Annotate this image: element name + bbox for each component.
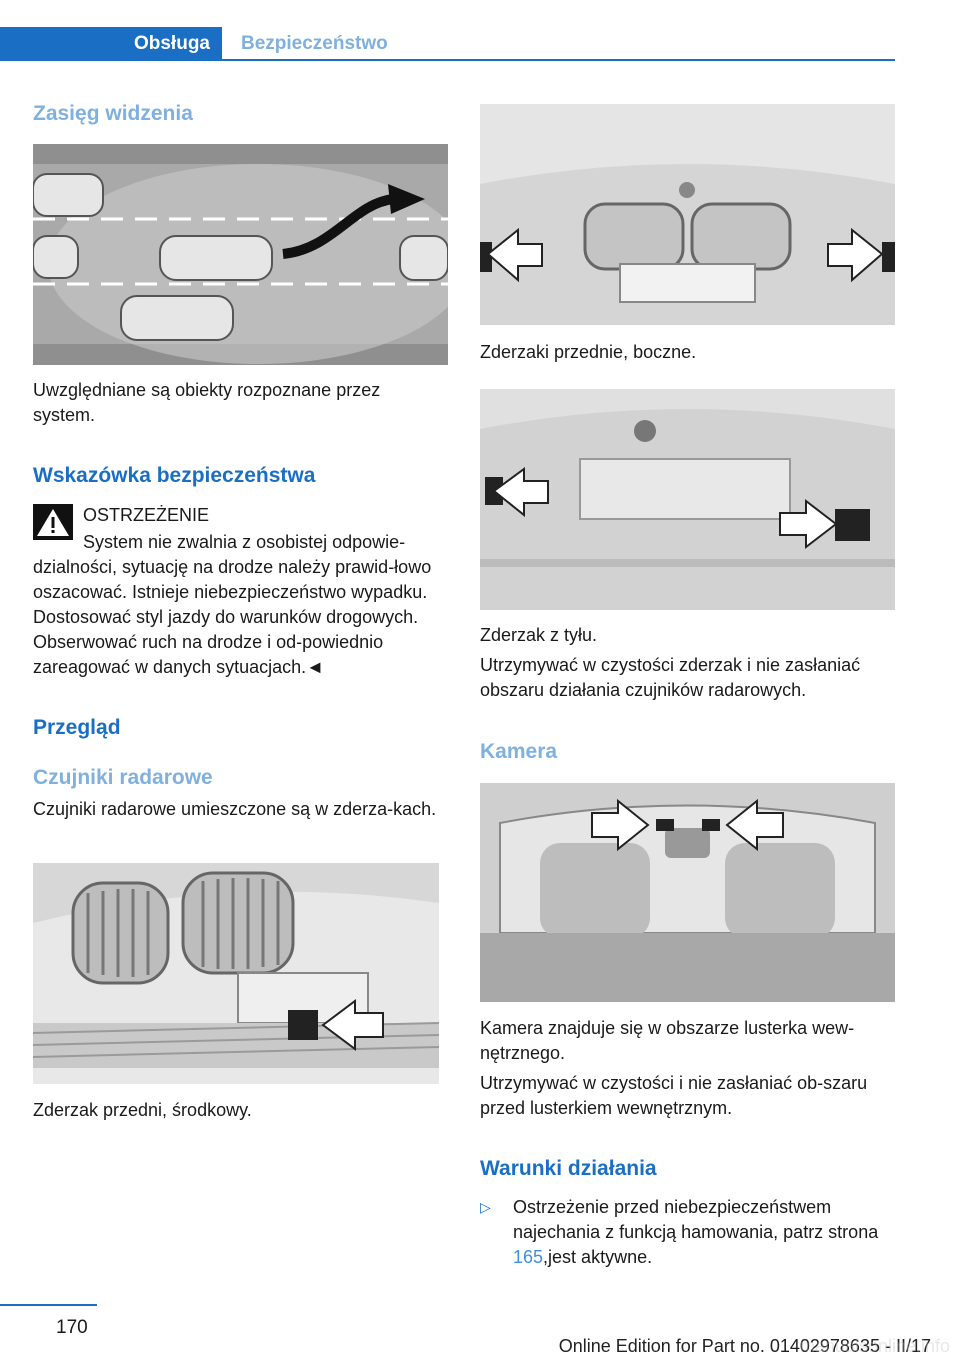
header-tabs: Obsługa Bezpieczeństwo	[0, 27, 895, 61]
page-link[interactable]: 165	[513, 1247, 544, 1267]
list-item: Ostrzeżenie przed niebezpieczeństwem naj…	[513, 1195, 893, 1270]
heading-conditions: Warunki działania	[480, 1157, 657, 1180]
heading-safety: Wskazówka bezpieczeństwa	[33, 464, 316, 487]
figure-field-of-view	[33, 144, 448, 365]
tab-obsluga[interactable]: Obsługa	[0, 27, 222, 61]
rear-text: Utrzymywać w czystości zderzak i nie zas…	[480, 655, 861, 700]
footer-line	[0, 1304, 97, 1306]
edition-text: Online Edition for Part no. 01402978635 …	[558, 1336, 931, 1356]
camera-caption: Kamera znajduje się w obszarze lusterka …	[480, 1018, 855, 1063]
caption-front-side: Zderzaki przednie, boczne.	[480, 342, 697, 362]
figure-front-bumper-side	[480, 104, 895, 325]
figure-front-bumper-center	[33, 863, 439, 1084]
caption-rear: Zderzak z tyłu.	[480, 625, 598, 645]
warning-icon	[33, 504, 73, 540]
heading-range: Zasięg widzenia	[33, 102, 193, 125]
bullet-text-before: Ostrzeżenie przed niebezpieczeństwem naj…	[513, 1197, 879, 1242]
page-number: 170	[56, 1317, 88, 1338]
bullet-triangle-icon: ▷	[480, 1199, 491, 1215]
figure-rear-bumper	[480, 389, 895, 610]
warning-text: System nie zwalnia z osobistej odpowie-d…	[33, 532, 432, 677]
radar-text: Czujniki radarowe umieszczone są w zderz…	[33, 799, 437, 819]
heading-camera: Kamera	[480, 740, 558, 763]
heading-overview: Przegląd	[33, 716, 121, 739]
watermark: manualsonline.info	[799, 1336, 950, 1356]
caption-range: Uwzględniane są obiekty rozpoznane przez…	[33, 380, 381, 425]
camera-text: Utrzymywać w czystości i nie zasłaniać o…	[480, 1073, 868, 1118]
bullet-text-after: ,jest aktywne.	[543, 1247, 653, 1267]
warning-title: OSTRZEŻENIE	[83, 505, 210, 525]
heading-radar: Czujniki radarowe	[33, 766, 213, 789]
caption-front-center: Zderzak przedni, środkowy.	[33, 1100, 252, 1120]
tab-bezpieczenstwo[interactable]: Bezpieczeństwo	[222, 27, 895, 61]
figure-camera	[480, 783, 895, 1002]
